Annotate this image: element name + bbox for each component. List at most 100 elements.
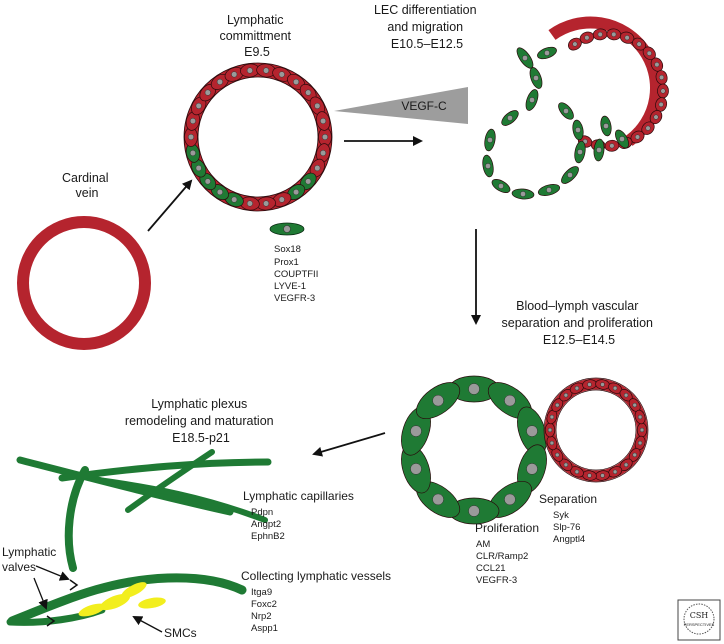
collecting-marker-list: Itga9 Foxc2 Nrp2 Aspp1	[251, 587, 280, 634]
cardinal-vein-line-2: vein	[76, 186, 99, 200]
commit-ring-8-nucleus	[231, 196, 238, 203]
smcs-label: SMCs	[164, 626, 197, 640]
migrating-red-6-nucleus	[646, 50, 652, 56]
valves-line-1: Lymphatic	[2, 545, 56, 559]
migrating-lec-4-nucleus	[487, 137, 493, 143]
migrating-lec-3-nucleus	[507, 115, 513, 121]
lec-marker-4: LYVE-1	[274, 281, 306, 292]
capillaries-marker-list: Pdpn Angpt2 EphnB2	[251, 507, 285, 542]
separation-markers-title: Separation	[539, 492, 597, 506]
csh-perspectives-logo: CSH PERSPECTIVES	[677, 599, 721, 641]
remodeling-line-1: Lymphatic plexus	[151, 397, 247, 411]
migrating-lec-2-nucleus	[529, 97, 535, 103]
commit-ring-10-nucleus	[204, 178, 211, 185]
lec-migration-stage: LEC differentiation and migration E10.5–…	[374, 3, 669, 200]
blood-ring-1-nucleus	[637, 440, 643, 446]
cardinal-vein-stage: Cardinal vein	[17, 171, 151, 350]
commit-ring-14-nucleus	[189, 117, 196, 125]
blood-ring-17-nucleus	[600, 382, 605, 387]
separation-stage: Blood–lymph vascular separation and prol…	[401, 299, 654, 586]
collecting-vessels-title: Collecting lymphatic vessels	[241, 569, 391, 583]
separation-marker-1: Syk	[553, 510, 569, 521]
separation-line-2: separation and proliferation	[502, 316, 654, 330]
commit-ring-0-nucleus	[321, 133, 329, 141]
commitment-stage: Lymphatic committment E9.5 Sox18 Prox1 C…	[183, 13, 333, 304]
commit-ring-9-nucleus	[216, 189, 223, 196]
vegf-c-gradient: VEGF-C	[334, 87, 468, 124]
migrating-red-13-nucleus	[634, 134, 641, 140]
cardinal-vein-label: Cardinal vein	[62, 171, 112, 200]
logo-seal	[683, 603, 715, 635]
lec-marker-3: COUPTFII	[274, 269, 318, 280]
collecting-marker-1: Itga9	[251, 587, 272, 598]
commit-ring-16-nucleus	[204, 89, 211, 96]
capillaries-marker-3: EphnB2	[251, 531, 285, 542]
blood-ring-21-nucleus	[637, 414, 643, 420]
migrating-lec-15-nucleus	[619, 136, 625, 142]
blood-ring-8-nucleus	[563, 462, 569, 468]
commit-ring-2-nucleus	[314, 165, 321, 172]
blood-ring-outer-edge	[543, 377, 649, 483]
migrating-lec-14-nucleus	[603, 123, 609, 129]
separation-line-3: E12.5–E14.5	[543, 333, 615, 347]
smc-cell-4	[138, 597, 166, 609]
commit-ring-24-nucleus	[314, 102, 321, 109]
blood-ring-3-nucleus	[623, 462, 629, 468]
logo-frame	[677, 599, 721, 641]
capillaries-marker-2: Angpt2	[251, 519, 281, 530]
smc-cell-2	[99, 593, 131, 611]
lec-marker-5: VEGFR-3	[274, 293, 315, 304]
commit-ring-18-nucleus	[231, 71, 238, 78]
lec-migration-label: LEC differentiation and migration E10.5–…	[374, 3, 480, 51]
lymph-ring-9-nucleus	[432, 394, 444, 407]
capillaries-title: Lymphatic capillaries	[243, 489, 354, 503]
lymphatic-plexus-drawing	[6, 449, 272, 626]
commit-ring-25-nucleus	[320, 117, 327, 125]
smc-cells	[78, 582, 166, 617]
commit-ring-19-nucleus	[246, 67, 253, 74]
commit-ring-4-nucleus	[293, 189, 300, 196]
capillary-strand-5	[64, 466, 89, 572]
lec-marker-1: Sox18	[274, 244, 301, 255]
valve-marks	[46, 579, 79, 627]
lymph-ring-1-nucleus	[504, 394, 516, 407]
proliferating-lymph-ring	[401, 375, 547, 525]
cardinal-vein-line-1: Cardinal	[62, 171, 109, 185]
migrating-red-4-nucleus	[624, 35, 630, 41]
migrating-red-0-nucleus	[572, 41, 578, 47]
lymph-ring-0-nucleus	[468, 383, 480, 395]
separation-line-1: Blood–lymph vascular	[516, 299, 638, 313]
migrating-lec-10-nucleus	[577, 149, 583, 155]
collecting-marker-3: Nrp2	[251, 611, 272, 622]
lec-migration-line-3: E10.5–E12.5	[391, 37, 463, 51]
blood-ring-13-nucleus	[555, 402, 560, 408]
blood-ring-20-nucleus	[632, 402, 637, 408]
cardinal-vein-ring	[17, 216, 151, 350]
migrating-red-5-nucleus	[636, 41, 642, 47]
blood-ring-4-nucleus	[612, 469, 618, 475]
valve-mark-1	[69, 579, 79, 591]
commit-ring-inner-edge	[197, 76, 319, 198]
blood-ring-5-nucleus	[600, 473, 605, 478]
vegf-c-label: VEGF-C	[401, 99, 447, 113]
migrating-red-9-nucleus	[660, 88, 666, 94]
migrating-red-10-nucleus	[658, 101, 664, 108]
migrating-red-11-nucleus	[653, 114, 659, 120]
lymph-ring-5-nucleus	[468, 505, 480, 517]
collecting-marker-4: Aspp1	[251, 623, 278, 634]
blood-ring-2-nucleus	[632, 452, 637, 458]
migrating-red-7-nucleus	[654, 62, 660, 68]
arrow-to-remodeling	[312, 432, 386, 457]
valves-pointer-1	[35, 565, 70, 581]
capillary-strand-3	[95, 477, 268, 523]
committed-vein-ring	[183, 62, 333, 212]
blood-ring-7-nucleus	[574, 469, 580, 475]
commit-ring-17-nucleus	[216, 78, 223, 85]
capillary-strand-2	[58, 458, 272, 482]
migrating-lec-12-nucleus	[563, 108, 569, 114]
migrating-red-3-nucleus	[611, 31, 617, 37]
migrating-lec-8-nucleus	[546, 187, 552, 193]
proliferation-marker-3: CCL21	[476, 563, 506, 574]
smc-cell-1	[78, 603, 106, 617]
lec-migration-line-1: LEC differentiation	[374, 3, 477, 17]
